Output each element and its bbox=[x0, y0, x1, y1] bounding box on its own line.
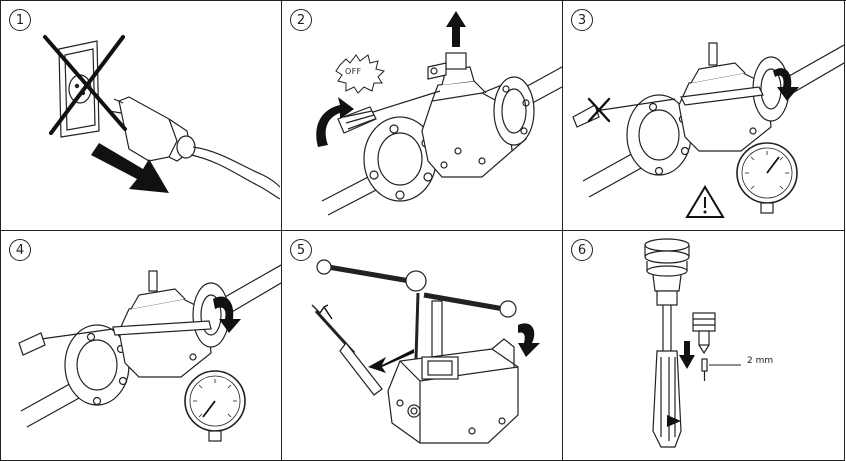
step-5-number: 5 bbox=[290, 239, 312, 261]
unplug-illustration bbox=[43, 35, 281, 200]
loosen-pilot-illustration bbox=[18, 264, 281, 442]
dimension-label: 2 mm bbox=[747, 356, 774, 366]
step-2-panel: 2 bbox=[282, 1, 563, 231]
remove-pilot-tube-illustration bbox=[311, 259, 540, 444]
step-2-number: 2 bbox=[290, 9, 312, 31]
step-1-number: 1 bbox=[9, 9, 31, 31]
step-4-panel: 4 bbox=[1, 231, 282, 461]
check-pressure-illustration bbox=[572, 42, 844, 218]
off-callout: OFF bbox=[345, 67, 362, 76]
step-3-panel: 3 bbox=[563, 1, 845, 231]
clean-orifice-illustration bbox=[644, 238, 741, 448]
step-4-number: 4 bbox=[9, 239, 31, 261]
step-5-panel: 5 bbox=[282, 231, 563, 461]
step-6-number: 6 bbox=[571, 239, 593, 261]
step-3-number: 3 bbox=[571, 9, 593, 31]
step-6-panel: 6 bbox=[563, 231, 845, 461]
switch-off-illustration bbox=[316, 11, 562, 216]
step-1-panel: 1 bbox=[1, 1, 282, 231]
